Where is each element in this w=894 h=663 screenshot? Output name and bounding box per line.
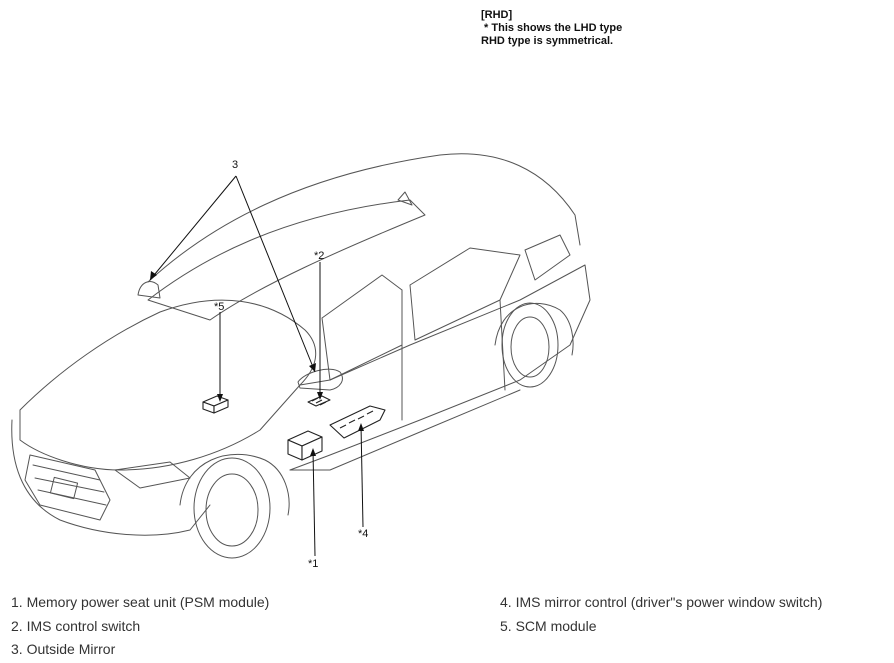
legend-right-column: 4. IMS mirror control (driver"s power wi… bbox=[500, 591, 822, 638]
outside-mirror-right bbox=[297, 368, 343, 391]
arrowhead-3b bbox=[309, 363, 316, 372]
car-sill-line bbox=[289, 389, 521, 471]
rhd-note: [RHD] * This shows the LHD type RHD type… bbox=[481, 9, 622, 48]
car-grille bbox=[24, 454, 111, 521]
rhd-note-line-symmetric: RHD type is symmetrical. bbox=[481, 35, 614, 47]
leader-line-4 bbox=[360, 424, 364, 528]
rear-wheel-rim bbox=[510, 316, 550, 378]
car-side-window-rear bbox=[409, 247, 521, 341]
arrowhead-4 bbox=[358, 423, 364, 431]
legend-item-ims-mirror-control: 4. IMS mirror control (driver"s power wi… bbox=[500, 594, 823, 610]
roof-antenna bbox=[397, 191, 413, 206]
arrowhead-5 bbox=[217, 394, 223, 402]
arrowhead-1 bbox=[310, 448, 316, 456]
callout-5: *5 bbox=[214, 301, 224, 313]
car-side-window-front bbox=[321, 274, 403, 381]
callout-3: 3 bbox=[232, 159, 238, 171]
leader-line-1 bbox=[312, 449, 316, 557]
car-component-location-diagram: 3 *2 *5 *4 *1 bbox=[11, 153, 591, 570]
front-wheel-arch bbox=[179, 453, 290, 516]
front-wheel-rim bbox=[205, 473, 259, 547]
rhd-note-title: [RHD] bbox=[481, 9, 513, 21]
car-headlight bbox=[114, 461, 191, 489]
leader-line-3a bbox=[149, 175, 237, 281]
car-windshield bbox=[147, 199, 426, 321]
scm-module-box bbox=[202, 395, 229, 414]
memory-power-seat-unit-box bbox=[287, 430, 323, 461]
legend-item-scm-module: 5. SCM module bbox=[500, 617, 597, 634]
arrowhead-3a bbox=[150, 271, 157, 280]
rear-wheel bbox=[501, 302, 559, 388]
car-body-side bbox=[289, 264, 591, 471]
car-hood bbox=[19, 299, 317, 471]
leader-line-3b bbox=[235, 175, 316, 373]
rear-wheel-arch bbox=[494, 302, 574, 356]
car-grille-bars bbox=[32, 464, 107, 506]
car-rear-quarter-window bbox=[524, 234, 571, 281]
outside-mirror-left bbox=[137, 281, 161, 299]
callout-1: *1 bbox=[308, 558, 318, 570]
callout-2: *2 bbox=[314, 250, 324, 262]
car-license-plate bbox=[49, 476, 79, 500]
car-roof-outline bbox=[147, 153, 581, 283]
rhd-note-line-lhd: * This shows the LHD type bbox=[481, 22, 623, 34]
legend-left-column: 1. Memory power seat unit (PSM module) 2… bbox=[11, 591, 269, 662]
front-wheel bbox=[193, 457, 271, 559]
legend-item-ims-control-switch: 2. IMS control switch bbox=[11, 617, 141, 634]
ims-control-switch bbox=[307, 395, 331, 407]
callout-4: *4 bbox=[358, 528, 368, 540]
legend-item-memory-power-seat-unit: 1. Memory power seat unit (PSM module) bbox=[11, 594, 270, 610]
car-front-bumper bbox=[11, 419, 211, 536]
legend-item-outside-mirror: 3. Outside Mirror bbox=[11, 641, 116, 657]
arrowhead-2 bbox=[317, 392, 323, 400]
driver-power-window-switch bbox=[329, 405, 386, 439]
